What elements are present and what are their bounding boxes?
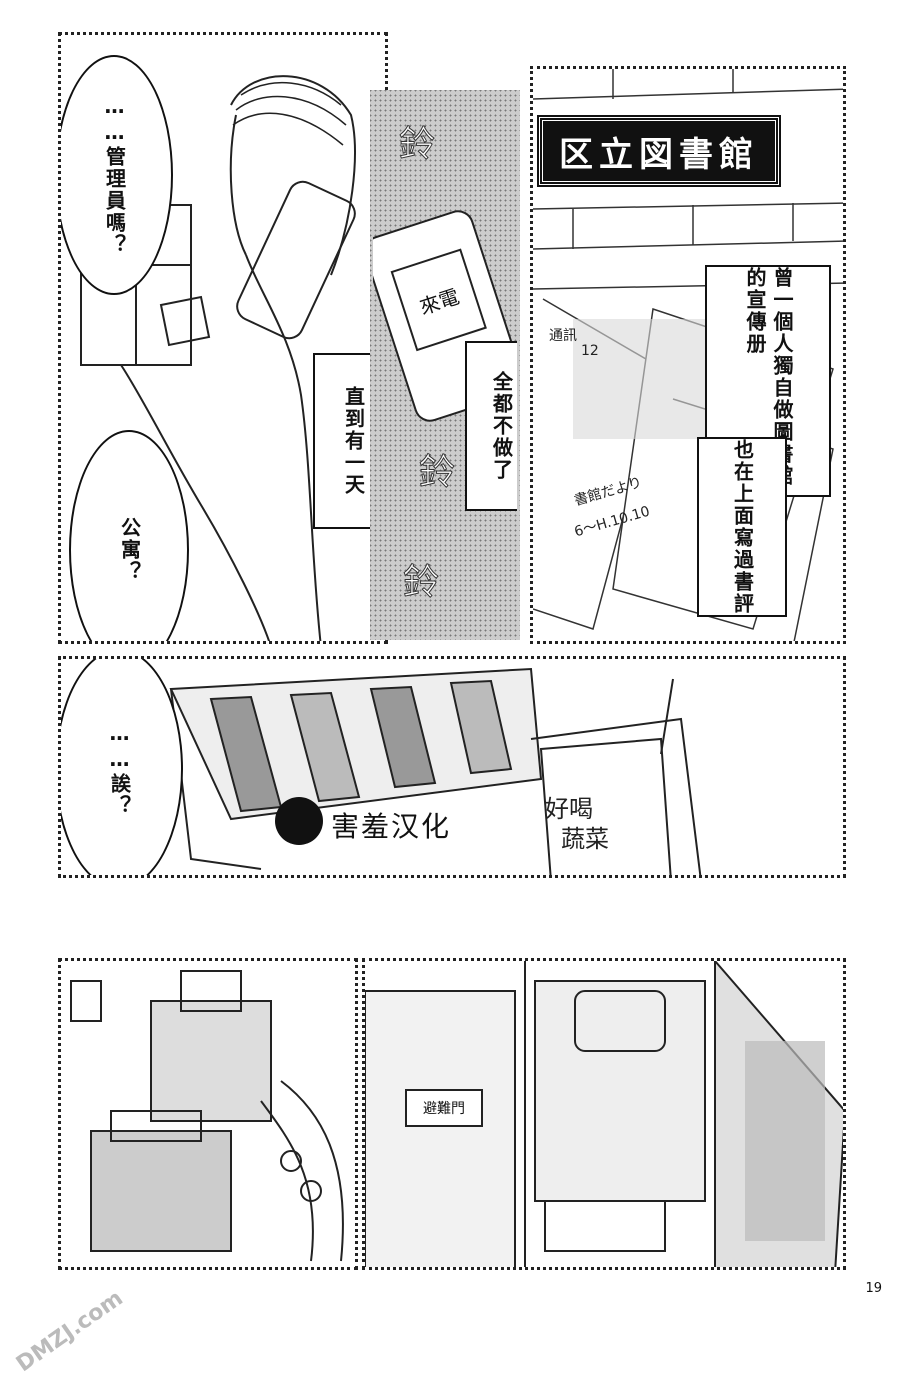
ring-sfx-2: 鈴	[418, 452, 456, 494]
narration-box-reviews: 也在上面寫過書評	[697, 437, 787, 617]
scanlator-watermark: 害羞汉化	[331, 810, 452, 843]
library-sign: 区立図書館	[537, 115, 781, 187]
panel-lunch: ……誒？ 好喝 蔬菜 害羞汉化	[58, 656, 846, 878]
incoming-call-text: 來電	[416, 283, 462, 319]
manager-text: ……管理員嗎？	[102, 94, 127, 256]
juice-label: 好喝	[545, 795, 593, 823]
hallway-illustration	[365, 961, 843, 1267]
speech-bubble-apartment: 公寓？	[69, 430, 189, 641]
panel-phone-call: ……管理員嗎？ 公寓？ 直到有一天	[58, 32, 388, 644]
page-number: 19	[865, 1281, 882, 1296]
stopped-text: 全都不做了	[489, 371, 514, 481]
newsletter-tag: 通訊	[549, 328, 577, 344]
ring-sfx-1: 鈴	[398, 124, 436, 166]
phone-screen: 來電	[390, 248, 487, 352]
emergency-door-text: 避難門	[423, 1101, 465, 1117]
speech-bubble-eh: ……誒？	[61, 659, 183, 875]
apartment-text: 公寓？	[117, 517, 142, 583]
ring-sfx-3: 鈴	[402, 562, 440, 604]
narration-box-stopped: 全都不做了	[465, 341, 517, 511]
panel-street-left	[58, 958, 358, 1270]
panel-emergency-door: 避難門	[362, 958, 846, 1270]
emergency-door-sign: 避難門	[405, 1089, 483, 1127]
panel-phone-closeup: 來電 鈴 鈴 鈴 全都不做了	[370, 90, 520, 640]
speech-bubble-manager: ……管理員嗎？	[61, 55, 173, 295]
sandwich-illustration	[169, 667, 702, 875]
panel-library: 区立図書館 通訊 12 書館だより 6～H.10.10 曾一個人獨自做圖書館的宣…	[530, 66, 846, 644]
woman-illustration	[80, 75, 356, 641]
until-text: 直到有一天	[341, 386, 366, 496]
newsletter-number: 12	[581, 343, 599, 359]
eh-text: ……誒？	[107, 721, 132, 817]
scanlator-logo-icon	[275, 797, 323, 845]
juice-label-veg: 蔬菜	[561, 825, 609, 853]
reviews-text: 也在上面寫過書評	[730, 439, 755, 615]
fire-truck-illustration	[70, 970, 344, 1262]
site-logo: DMZJ.com	[12, 1285, 128, 1377]
